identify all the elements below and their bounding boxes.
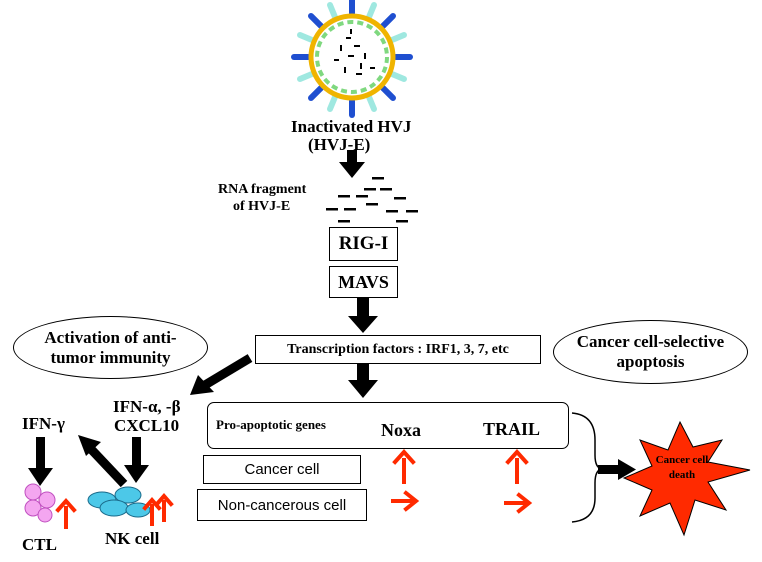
virus-rna-fragments xyxy=(334,29,375,75)
mavs-box: MAVS xyxy=(329,266,398,298)
gene-trail: TRAIL xyxy=(483,419,541,439)
arrow-nk-to-ifngamma xyxy=(78,435,128,488)
rna-label-line2: of HVJ-E xyxy=(233,199,291,214)
virus-label-line1: Inactivated HVJ xyxy=(291,117,412,136)
gene-noxa: Noxa xyxy=(381,420,421,440)
ctl-up-arrow xyxy=(55,497,77,529)
virus-spikes xyxy=(291,0,413,118)
noncancerous-cell-box: Non-cancerous cell xyxy=(197,489,367,521)
immunity-oval-line1: Activation of anti- xyxy=(44,327,177,347)
apoptosis-oval-line1: Cancer cell-selective xyxy=(576,332,725,352)
virus-label-line2: (HVJ-E) xyxy=(308,135,371,154)
transcription-factors-box: Transcription factors : IRF1, 3, 7, etc xyxy=(255,335,541,364)
arrow-ifn-to-nk xyxy=(124,437,149,483)
arrow-virus-to-rna xyxy=(339,150,365,178)
arrow-tf-to-ifn xyxy=(190,354,253,395)
noxa-noncancer-right-arrow xyxy=(391,490,420,512)
rig-i-box: RIG-I xyxy=(329,227,398,261)
trail-noncancer-right-arrow xyxy=(504,492,533,514)
virus-icon xyxy=(291,0,413,118)
ctl-cells-icon xyxy=(24,483,56,523)
trail-cancer-up-arrow xyxy=(505,449,529,484)
apoptosis-oval-line2: apoptosis xyxy=(616,352,685,371)
rna-fragments-icon xyxy=(326,177,418,223)
immunity-oval: Activation of anti- tumor immunity xyxy=(13,316,208,379)
arrow-tf-to-genes xyxy=(348,364,378,398)
nk-cells-icon xyxy=(87,486,151,518)
ctl-label: CTL xyxy=(22,535,57,554)
genes-title: Pro-apoptotic genes xyxy=(216,417,326,432)
arrow-ifngamma-to-ctl xyxy=(28,437,53,486)
apoptosis-oval: Cancer cell-selective apoptosis xyxy=(553,320,748,384)
nk-cell-label: NK cell xyxy=(105,529,160,548)
immunity-oval-line2: tumor immunity xyxy=(50,347,171,367)
noxa-cancer-up-arrow xyxy=(392,449,416,484)
arrow-to-death xyxy=(598,459,636,480)
cancer-death-starburst xyxy=(622,420,751,537)
cxcl10-label: CXCL10 xyxy=(114,416,180,435)
ifn-ab-label: IFN-α, -β xyxy=(113,397,181,416)
arrow-mavs-to-tf xyxy=(348,298,378,333)
rna-label-line1: RNA fragment xyxy=(218,182,307,197)
cancer-death-line1: Cancer cell xyxy=(655,454,709,466)
nk-up-arrow-2 xyxy=(154,492,174,522)
cancer-death-line2: death xyxy=(668,469,696,481)
genes-box xyxy=(207,402,569,449)
ifn-gamma-label: IFN-γ xyxy=(22,414,65,433)
cancer-cell-box: Cancer cell xyxy=(203,455,361,484)
result-bracket xyxy=(571,412,604,523)
